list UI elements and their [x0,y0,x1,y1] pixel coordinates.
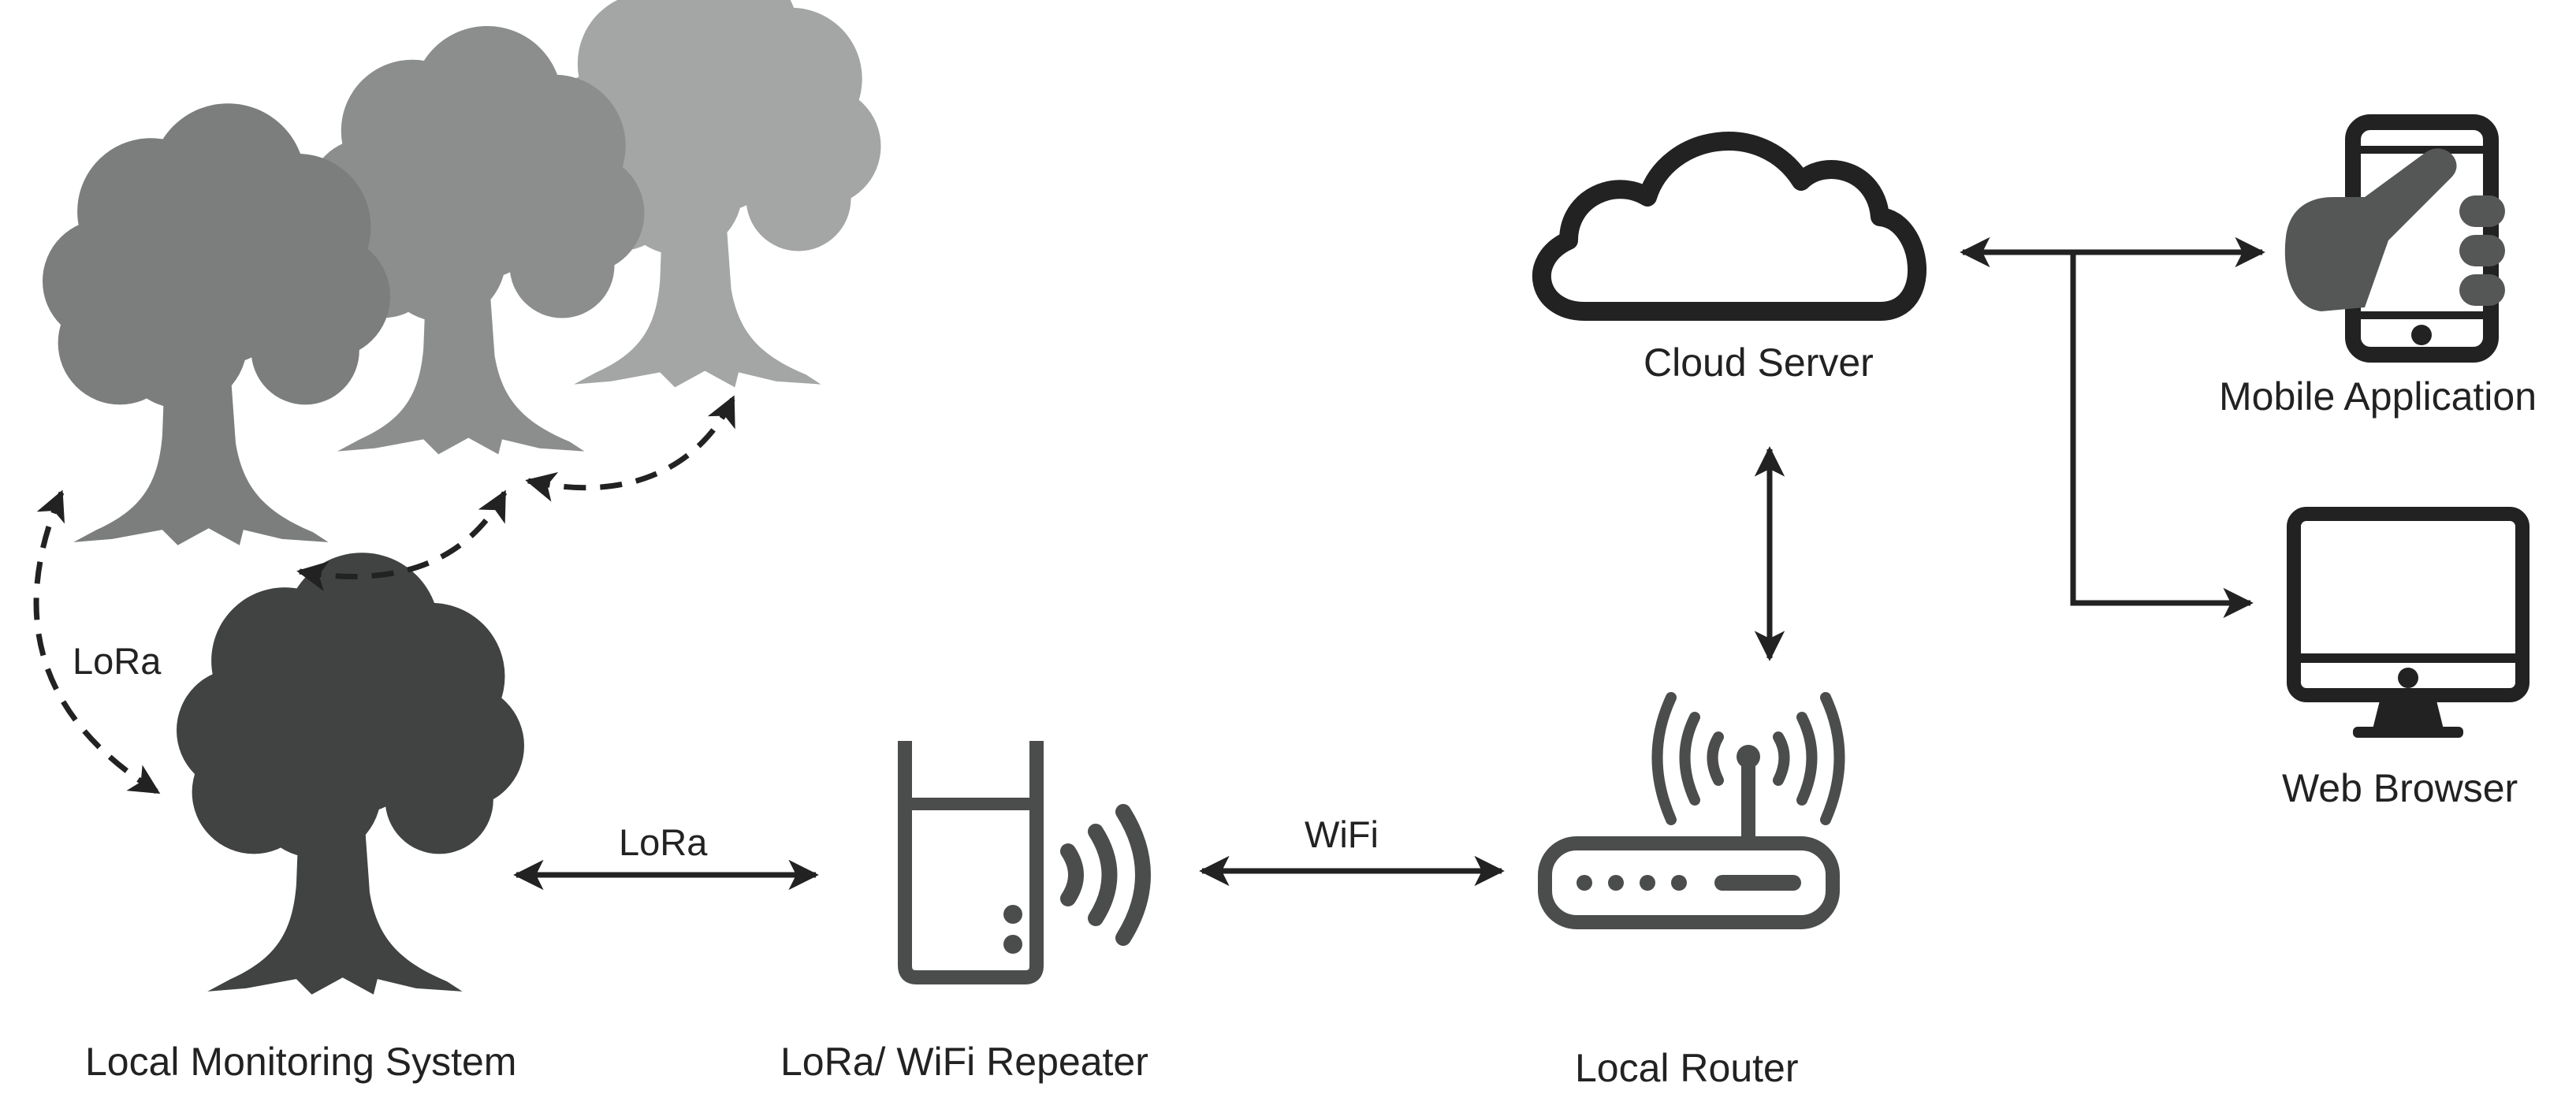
tree-icon [177,553,524,995]
repeater-label: LoRa/ WiFi Repeater [780,1040,1148,1084]
wifi-link-label: WiFi [1305,813,1379,855]
lora-mesh-label: LoRa [73,640,162,682]
cloud-icon [1532,132,1926,321]
monitor-icon [2287,507,2529,738]
web-browser-label: Web Browser [2282,766,2518,810]
lora-arrow-tree1-tree2 [296,489,508,592]
mobile-application-label: Mobile Application [2219,374,2537,419]
tree-icon [42,103,390,545]
lora-mesh-arrows [33,395,736,795]
router-icon [1538,692,1845,929]
mobile-phone-icon [2284,114,2505,363]
lora-arrow-tree1-local [33,489,161,795]
connection-arrows [513,236,2265,891]
local-monitoring-system-label: Local Monitoring System [85,1040,517,1084]
repeater-icon [898,741,1151,984]
cloud-web-branch [2070,252,2254,619]
local-router-label: Local Router [1575,1046,1799,1090]
lora-link-label: LoRa [619,821,708,863]
lora-arrow-tree2-tree3 [525,395,736,502]
cloud-server-label: Cloud Server [1644,341,1874,385]
